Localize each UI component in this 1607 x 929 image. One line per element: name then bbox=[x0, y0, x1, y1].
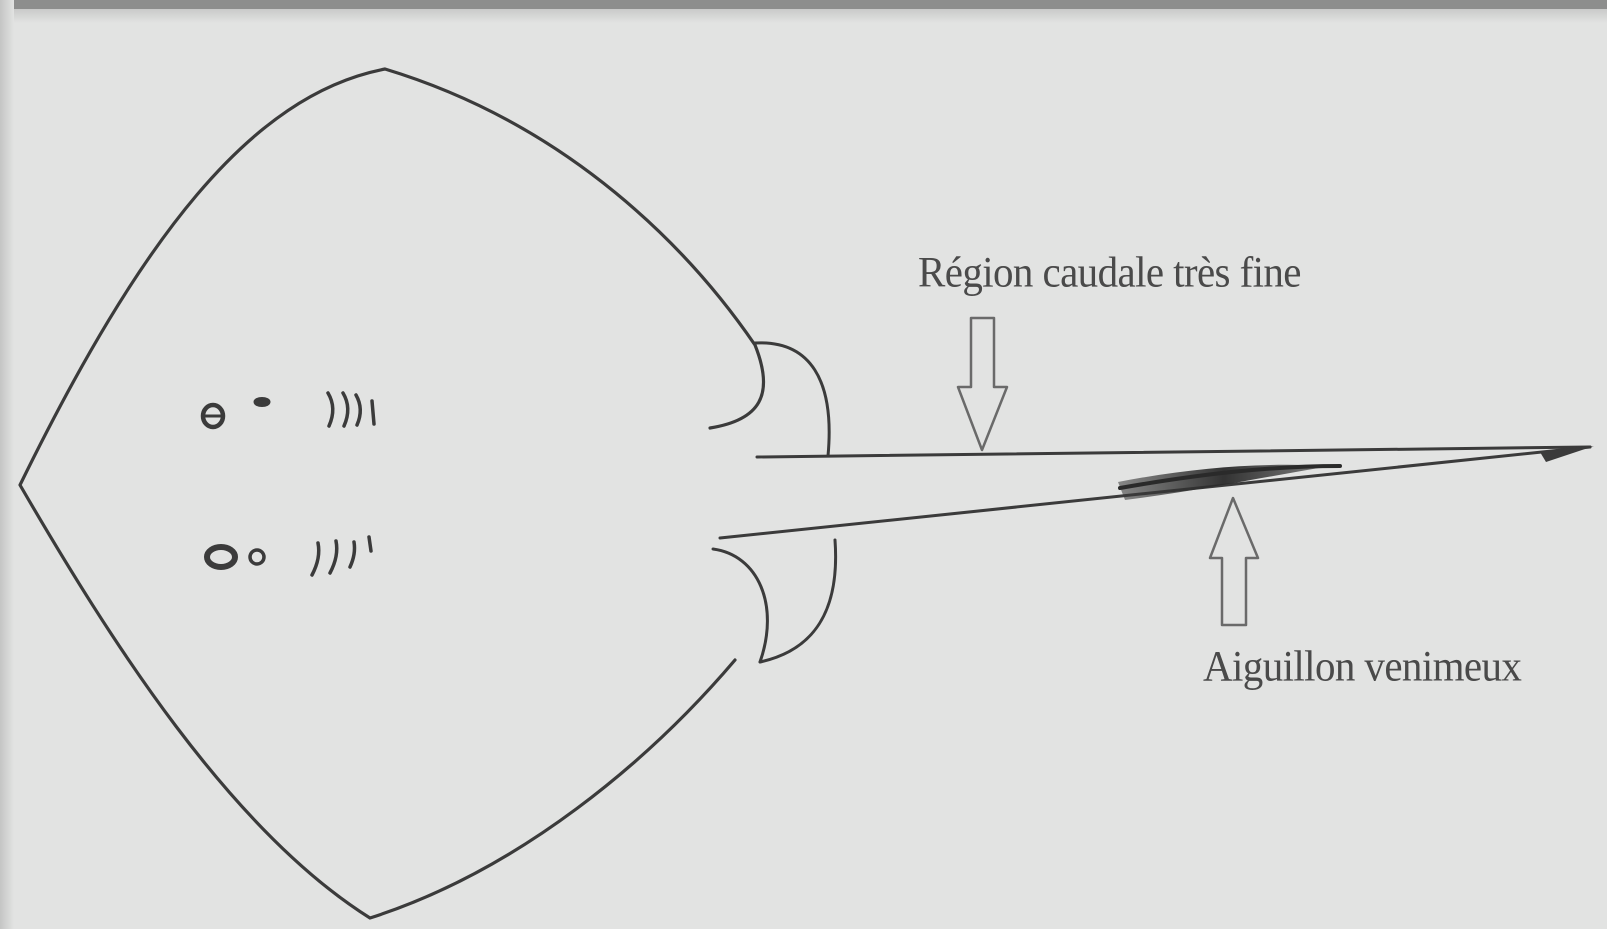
spine-up-arrow-icon bbox=[1210, 498, 1258, 625]
venom-spine-label: Aiguillon venimeux bbox=[1203, 640, 1521, 691]
upper-gill-marks-icon bbox=[328, 393, 374, 426]
tail-upper-edge bbox=[757, 447, 1590, 457]
upper-eye-group bbox=[203, 393, 374, 427]
lower-eye-icon bbox=[207, 547, 235, 567]
lower-gill-marks-icon bbox=[312, 537, 371, 575]
caudal-down-arrow-icon bbox=[958, 318, 1007, 450]
lower-spiracle-icon bbox=[250, 550, 264, 564]
caudal-region-label: Région caudale très fine bbox=[918, 246, 1301, 297]
upper-pelvic-fin bbox=[755, 343, 829, 456]
upper-spiracle-icon bbox=[255, 399, 269, 406]
lower-pelvic-fin-inner bbox=[713, 549, 767, 662]
ray-disc-outline bbox=[20, 69, 764, 918]
lower-eye-group bbox=[207, 537, 371, 575]
lower-pelvic-fin-outer bbox=[760, 540, 836, 662]
